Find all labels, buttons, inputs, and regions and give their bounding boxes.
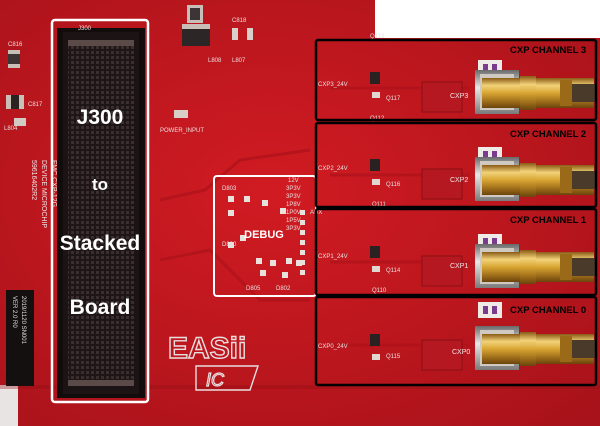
top-left-components (6, 5, 253, 126)
board-marking: FMC CXP-12G DEVICE MICROCHIP 59616402R2 (30, 160, 57, 228)
silk-c818: C818 (232, 18, 247, 24)
silk-ch1-q-bot: Q110 (372, 288, 387, 294)
rail-5: 1P5V (286, 218, 301, 224)
rail-2: 3P3V (286, 194, 301, 200)
channel-0-box (314, 295, 598, 387)
j300-connector-body (57, 28, 145, 398)
silk-ch2-rail: CXP2_24V (318, 166, 348, 172)
pcb-traces (159, 86, 470, 347)
revision-label-box (6, 290, 34, 386)
silk-d800: D800 (222, 242, 237, 248)
easii-logo: EASii IC (167, 331, 259, 391)
silk-d803: D803 (222, 186, 237, 192)
silk-ch1-q-mid: Q114 (386, 268, 401, 274)
channel-0-name: CXP CHANNEL 0 (510, 305, 586, 316)
silk-ch1-rail: CXP1_24V (318, 254, 348, 260)
silk-ch2-q-bot: Q111 (372, 202, 386, 208)
revision-label: 2019/1120 SN001 VER 2.0 R0 (11, 296, 26, 345)
silk-ch0-connector: CXP0 (452, 349, 470, 356)
silk-ch3-q-mid: Q117 (386, 96, 401, 102)
silk-c816: C816 (8, 42, 23, 48)
board-edge-strip (0, 385, 18, 426)
rail-6: 3P3V (286, 226, 301, 232)
revision-line-1: 2019/1120 SN001 (20, 296, 26, 345)
channel-3-box (314, 38, 598, 122)
silk-ch2-q-mid: Q116 (386, 182, 401, 188)
channel-2-name: CXP CHANNEL 2 (510, 129, 586, 140)
silk-ch0-rail: CXP0_24V (318, 344, 348, 350)
logo-main: EASii (168, 332, 246, 365)
rail-4: 1P0V (286, 210, 301, 216)
silk-d805: D805 (246, 286, 261, 292)
channel-hardware (370, 60, 596, 371)
silk-l808: L808 (208, 58, 222, 64)
silk-l807: L807 (232, 58, 246, 64)
silk-l804: L804 (4, 126, 18, 132)
silk-ch1-connector: CXP1 (450, 263, 468, 270)
j300-label-line-1: J300 (77, 106, 124, 129)
silk-ch3-connector: CXP3 (450, 93, 468, 100)
rail-1: 3P3V (286, 186, 301, 192)
silk-ch3-q-top: Q113 (370, 34, 385, 40)
silk-c817: C817 (28, 102, 43, 108)
silk-ch3-rail: CXP3_24V (318, 82, 348, 88)
board-marking-line-1: FMC CXP-12G (50, 160, 57, 207)
silk-ch0-q-mid: Q115 (386, 354, 401, 360)
silk-ch2-connector: CXP2 (450, 177, 468, 184)
channel-1-name: CXP CHANNEL 1 (510, 215, 587, 226)
j300-annotation-box (50, 18, 150, 404)
debug-label: DEBUG (244, 229, 284, 241)
j300-label-line-2: to (92, 175, 108, 194)
channel-1-box (314, 207, 598, 297)
silk-d802: D802 (276, 286, 291, 292)
j300-label-line-4: Board (70, 296, 131, 319)
j300-label-line-3: Stacked (60, 232, 141, 255)
board-marking-line-3: 59616402R2 (30, 160, 37, 200)
silk-j300: J300 (78, 26, 92, 32)
channel-3-name: CXP CHANNEL 3 (510, 45, 586, 56)
logo-sub: IC (206, 370, 225, 390)
rail-3: 1P8V (286, 202, 301, 208)
board-marking-line-2: DEVICE MICROCHIP (40, 160, 47, 228)
revision-line-2: VER 2.0 R0 (11, 296, 17, 328)
debug-components (228, 196, 305, 278)
silk-power-input: POWER_INPUT (160, 128, 204, 134)
rail-0: 12V (288, 178, 299, 184)
channel-2-box (314, 121, 598, 209)
